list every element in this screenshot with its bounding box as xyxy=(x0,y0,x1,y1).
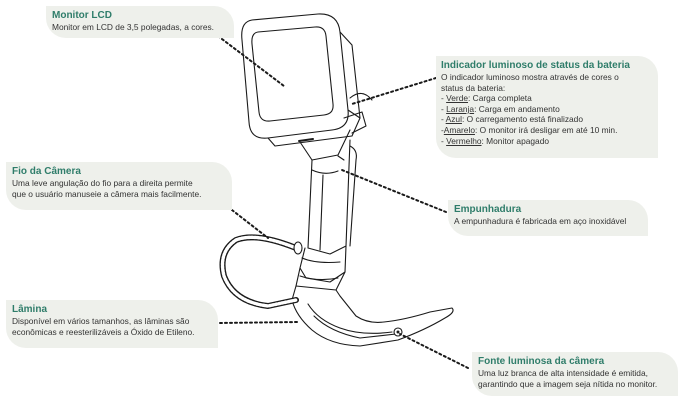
battery-status-item: - Azul: O carregamento está finalizado xyxy=(441,114,583,125)
callout-monitor-lcd: Monitor LCD Monitor em LCD de 3,5 polega… xyxy=(46,6,234,38)
battery-status-item: - Laranja: Carga em andamento xyxy=(441,103,560,114)
callout-blade: Lâmina Disponível em vários tamanhos, as… xyxy=(6,300,218,348)
battery-status-item: - Vermelho: Monitor apagado xyxy=(441,135,550,146)
callout-text: garantindo que a imagem seja nítida no m… xyxy=(478,378,658,389)
battery-status-item: - Verde: Carga completa xyxy=(441,93,532,104)
callout-text: Uma luz branca de alta intensidade é emi… xyxy=(478,368,648,378)
callout-title: Lâmina xyxy=(12,304,48,315)
leader-monitor xyxy=(217,35,285,87)
battery-desc: O monitor irá desligar em até 10 min. xyxy=(479,124,618,135)
leader-light xyxy=(399,333,469,369)
battery-desc: O carregamento está finalizado xyxy=(466,114,583,125)
callout-text: O indicador luminoso mostra através de c… xyxy=(441,72,619,82)
battery-color-orange: Laranja xyxy=(446,103,475,114)
neck xyxy=(299,92,373,161)
callout-text: A empunhadura é fabricada em aço inoxidá… xyxy=(454,216,627,226)
battery-color-green: Verde xyxy=(446,93,469,104)
blade xyxy=(291,285,454,347)
lcd-monitor xyxy=(241,13,361,147)
callout-title: Fonte luminosa da câmera xyxy=(478,356,605,367)
leader-handle xyxy=(341,169,447,213)
callout-text: Monitor em LCD de 3,5 polegadas, a cores… xyxy=(52,22,215,32)
battery-desc: Carga completa xyxy=(472,93,532,104)
callout-camera-light: Fonte luminosa da câmera Uma luz branca … xyxy=(472,352,678,396)
callout-text: econômicas e reesterilizáveis a Óxido de… xyxy=(12,326,195,337)
battery-desc: Monitor apagado xyxy=(486,135,550,146)
leader-cable xyxy=(231,209,269,239)
callout-battery-indicator: Indicador luminoso de status da bateria … xyxy=(436,56,658,158)
battery-color-red: Vermelho xyxy=(446,135,482,146)
camera-cable xyxy=(219,234,303,309)
battery-color-blue: Azul xyxy=(445,114,462,125)
callout-text: status da bateria: xyxy=(441,82,506,93)
callout-title: Indicador luminoso de status da bateria xyxy=(441,60,630,71)
leader-battery xyxy=(351,77,437,105)
callout-title: Monitor LCD xyxy=(52,10,112,21)
callout-text: Uma leve angulação do fio para a direita… xyxy=(12,178,193,188)
callout-text: que o usuário manuseie a câmera mais fac… xyxy=(12,188,202,199)
battery-color-yellow: Amarelo xyxy=(443,124,475,135)
callout-title: Empunhadura xyxy=(454,204,522,215)
leader-blade xyxy=(219,321,299,324)
handle-body xyxy=(307,139,357,255)
callout-title: Fio da Câmera xyxy=(12,166,81,177)
callout-text: Disponível em vários tamanhos, as lâmina… xyxy=(12,316,190,326)
callout-camera-cable: Fio da Câmera Uma leve angulação do fio … xyxy=(6,162,232,210)
callout-handle: Empunhadura A empunhadura é fabricada em… xyxy=(448,200,648,236)
battery-desc: Carga em andamento xyxy=(478,103,560,114)
battery-status-item: -Amarelo: O monitor irá desligar em até … xyxy=(441,124,618,135)
